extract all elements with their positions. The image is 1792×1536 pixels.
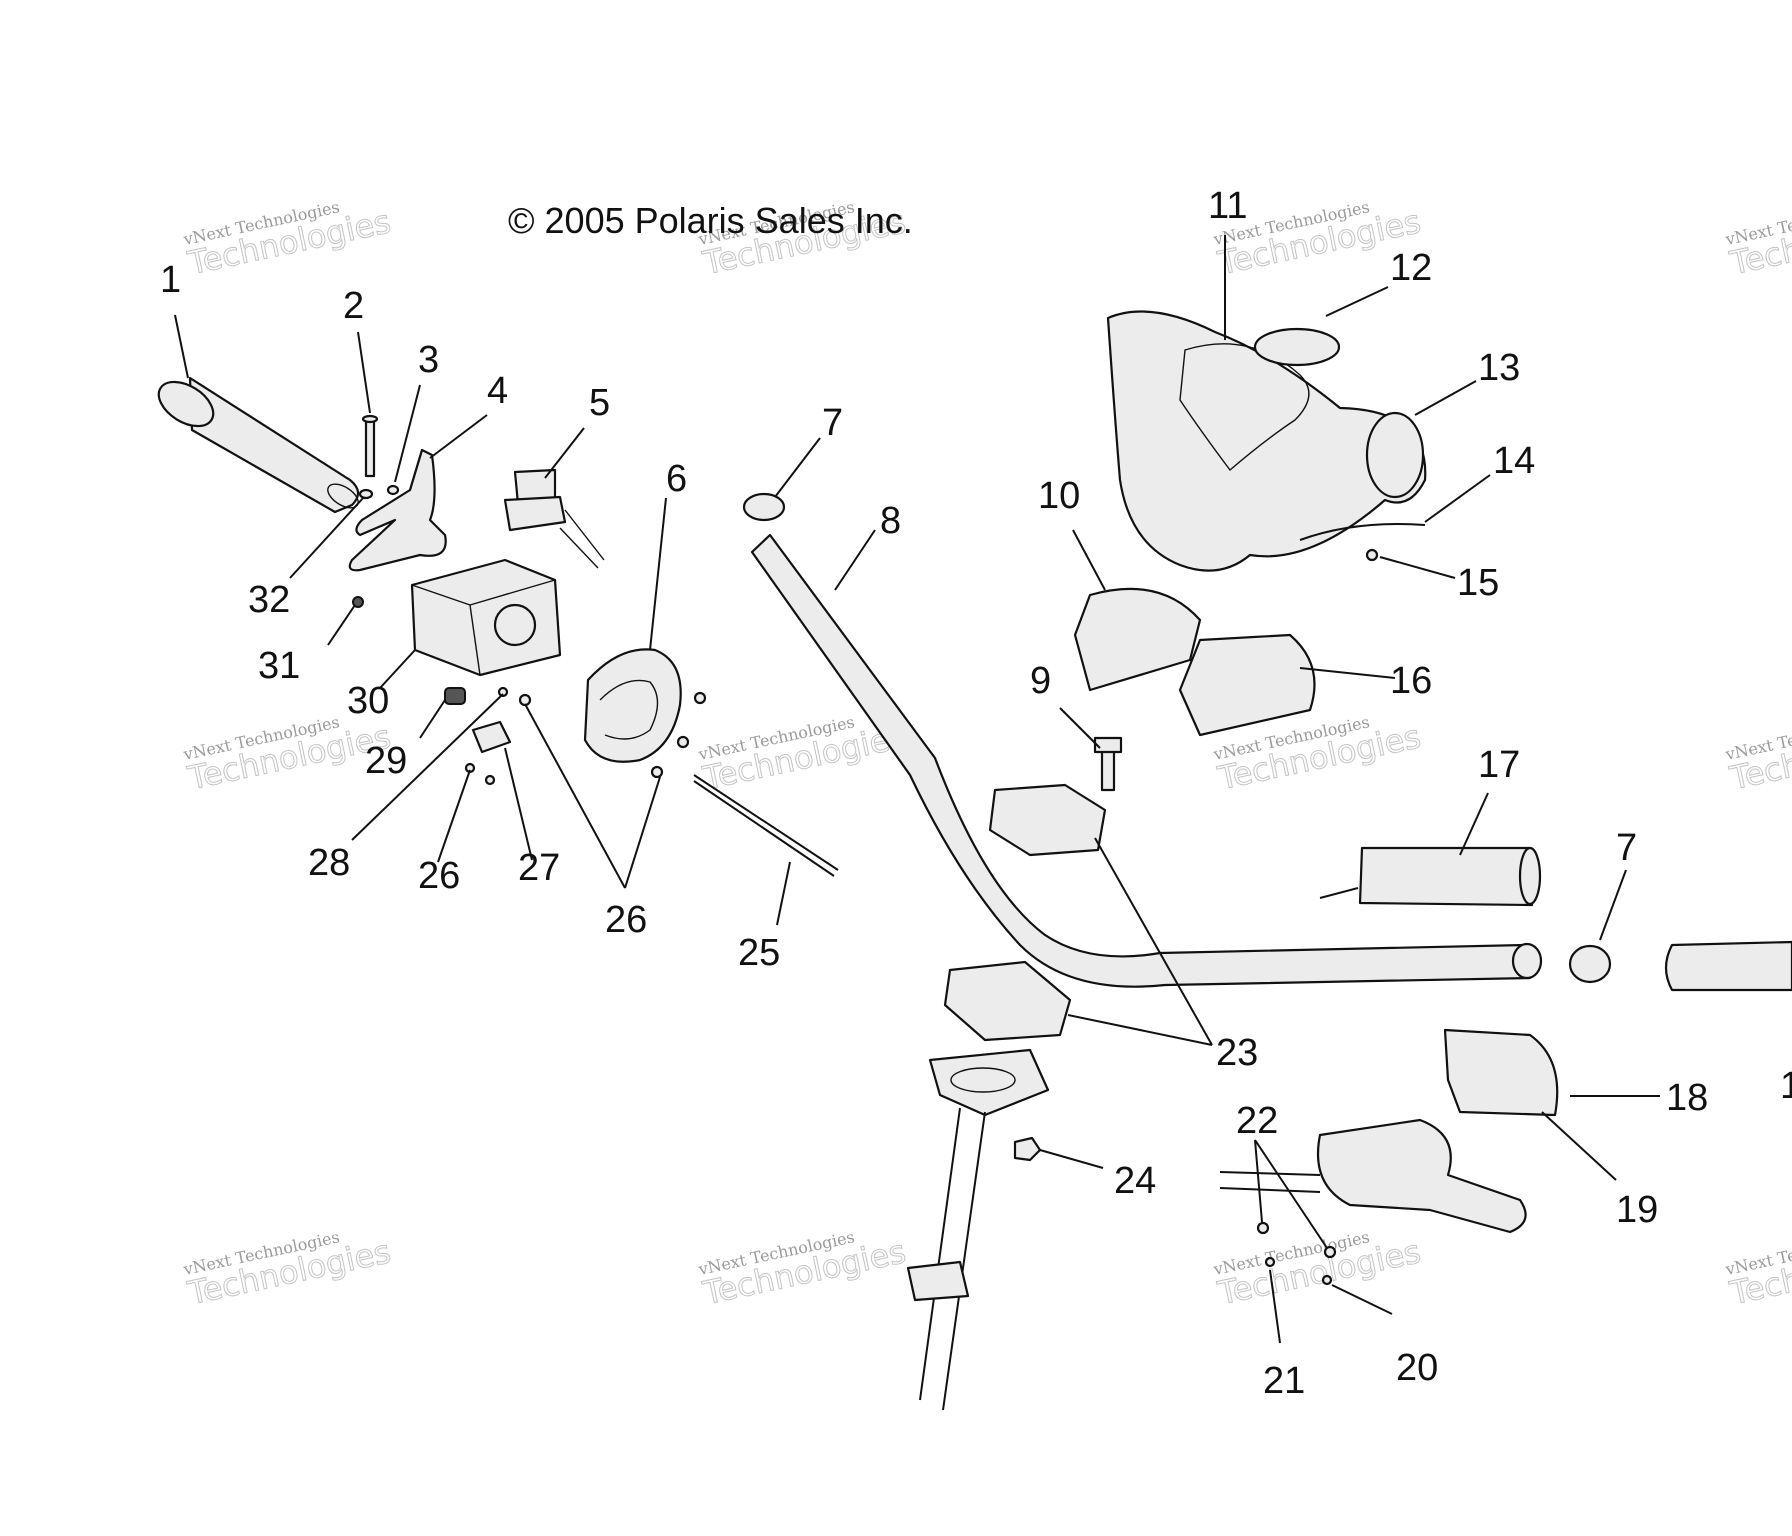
callout-25: 25 xyxy=(738,932,780,974)
part-screw-26-small-b xyxy=(484,774,496,786)
part-lens-12 xyxy=(1253,327,1341,367)
callout-30: 30 xyxy=(347,680,389,722)
svg-text:Technologies: Technologies xyxy=(1726,202,1792,282)
part-washer-32 xyxy=(358,488,374,500)
watermark: vNext Technologies Technologies xyxy=(696,1227,910,1313)
part-end-plug-7-right xyxy=(1568,944,1612,984)
part-nut-31 xyxy=(352,596,364,608)
callout-16: 16 xyxy=(1390,660,1432,702)
part-screw-6c xyxy=(650,765,664,779)
part-bar-end-right xyxy=(1664,940,1792,992)
part-bracket-4 xyxy=(348,448,447,572)
part-washer-3 xyxy=(386,484,400,496)
part-bolt-9 xyxy=(1093,736,1123,792)
callouts: 1 2 3 4 5 6 7 8 9 10 11 12 13 14 15 16 1… xyxy=(160,185,1792,1402)
part-cap-29 xyxy=(444,687,466,705)
callout-31: 31 xyxy=(258,645,300,687)
callout-8: 8 xyxy=(880,500,901,542)
part-master-cylinder-19 xyxy=(1219,1118,1527,1234)
callout-27: 27 xyxy=(518,847,560,889)
svg-text:Technologies: Technologies xyxy=(1726,717,1792,797)
callout-14: 14 xyxy=(1493,440,1535,482)
part-grip-left xyxy=(157,376,360,514)
part-hood-13 xyxy=(1106,310,1427,572)
callout-21: 21 xyxy=(1263,1360,1305,1402)
part-nut-24 xyxy=(1013,1136,1042,1162)
callout-2: 2 xyxy=(343,285,364,327)
part-cover-10 xyxy=(1073,587,1202,692)
part-washer-21 xyxy=(1264,1256,1276,1268)
part-screw-26 xyxy=(518,693,532,707)
callout-3: 3 xyxy=(418,339,439,381)
part-washer-20 xyxy=(1321,1274,1333,1286)
callout-26-b: 26 xyxy=(605,899,647,941)
copyright-text: © 2005 Polaris Sales Inc. xyxy=(508,200,913,241)
part-switch-18 xyxy=(1443,1028,1559,1117)
callout-1: 1 xyxy=(160,259,181,301)
part-clamp-23-lower xyxy=(943,960,1072,1042)
part-handlebar-8 xyxy=(750,533,1543,988)
watermark: vNext Technologies Technologies xyxy=(1723,1227,1792,1313)
part-grip-17 xyxy=(1319,846,1542,907)
part-cover-16 xyxy=(1178,633,1316,737)
part-housing-30 xyxy=(410,558,562,677)
part-screw-28 xyxy=(497,686,509,698)
callout-23: 23 xyxy=(1216,1032,1258,1074)
part-screw-6a xyxy=(693,691,707,705)
callout-29: 29 xyxy=(365,740,407,782)
callout-20: 20 xyxy=(1396,1347,1438,1389)
callout-12: 12 xyxy=(1390,247,1432,289)
callout-26-a: 26 xyxy=(418,855,460,897)
callout-7-right: 7 xyxy=(1616,827,1637,869)
callout-7-left: 7 xyxy=(822,402,843,444)
part-plate-27 xyxy=(471,720,512,754)
callout-28: 28 xyxy=(308,842,350,884)
part-switch-5 xyxy=(503,468,605,569)
part-end-plug-7-left xyxy=(742,492,786,522)
part-screw-6b xyxy=(676,735,690,749)
part-cable-25 xyxy=(693,774,839,877)
part-screw-15 xyxy=(1365,548,1379,562)
leader-lines xyxy=(174,235,1660,1344)
callout-6: 6 xyxy=(666,458,687,500)
part-screw-2 xyxy=(361,414,379,478)
callout-18: 18 xyxy=(1666,1077,1708,1119)
svg-text:Technologies: Technologies xyxy=(1726,1232,1792,1312)
part-screw-22b xyxy=(1323,1245,1337,1259)
watermark: vNext Technologies Technologies xyxy=(1723,712,1792,798)
callout-10: 10 xyxy=(1038,475,1080,517)
part-harness-14 xyxy=(1299,523,1426,541)
callout-5: 5 xyxy=(589,382,610,424)
watermark: vNext Technologies Technologies xyxy=(1723,197,1792,283)
part-clamp-23-upper xyxy=(988,783,1107,857)
watermark: vNext Technologies Technologies xyxy=(1211,1227,1425,1313)
callout-4: 4 xyxy=(487,370,508,412)
callout-22: 22 xyxy=(1236,1100,1278,1142)
callout-15: 15 xyxy=(1457,562,1499,604)
watermark: vNext Technologies Technologies xyxy=(181,1227,395,1313)
callout-19: 19 xyxy=(1616,1189,1658,1231)
callout-11: 11 xyxy=(1208,185,1247,227)
callout-32: 32 xyxy=(248,579,290,621)
callout-9: 9 xyxy=(1030,660,1051,702)
part-screw-22a xyxy=(1256,1221,1270,1235)
callout-17: 17 xyxy=(1478,744,1520,786)
watermark: vNext Technologies Technologies xyxy=(181,197,395,283)
callout-13: 13 xyxy=(1478,347,1520,389)
part-steering-post xyxy=(906,1048,1050,1411)
callout-24: 24 xyxy=(1114,1160,1156,1202)
callout-1-right-edge: 1 xyxy=(1780,1065,1792,1107)
part-cover-6 xyxy=(583,648,682,763)
